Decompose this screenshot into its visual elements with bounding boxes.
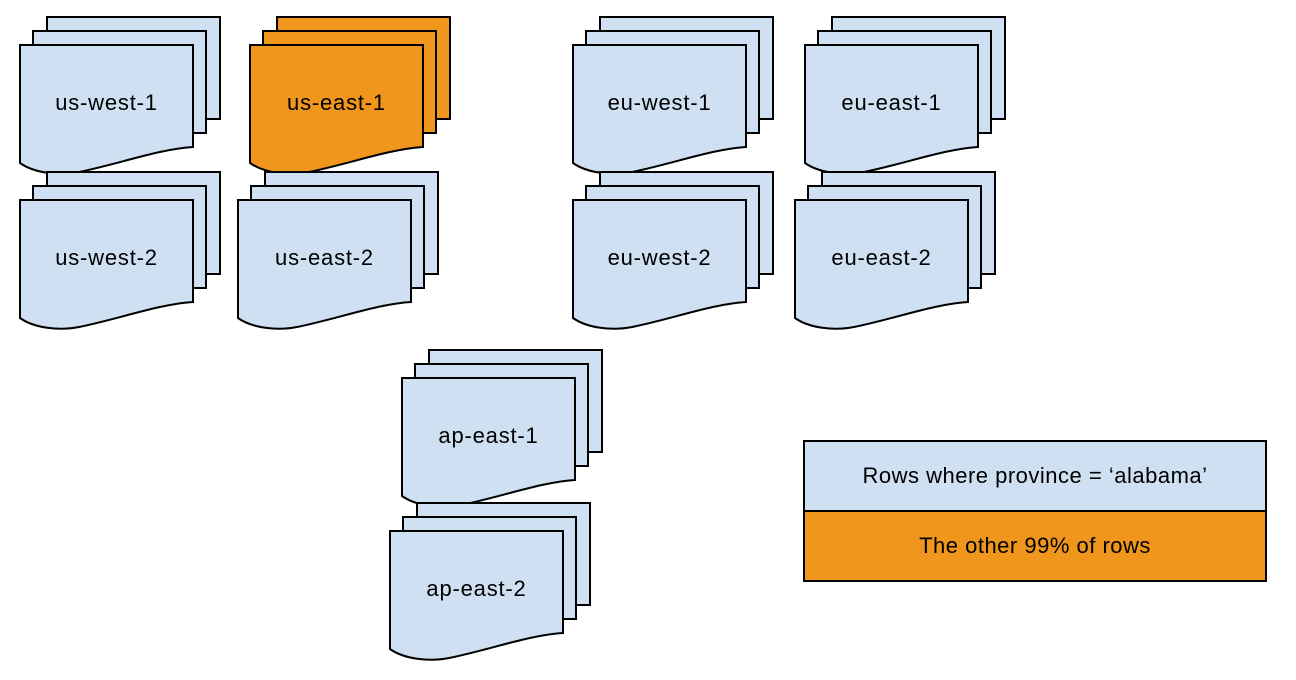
legend-item-0: Rows where province = ‘alabama’ xyxy=(805,442,1265,510)
document-stack-us-east-2[interactable]: us-east-2 xyxy=(237,171,439,331)
document-stack-eu-west-2[interactable]: eu-west-2 xyxy=(572,171,774,331)
stacked-documents-icon xyxy=(794,171,996,330)
front-document-sheet xyxy=(804,44,979,175)
stacked-documents-icon xyxy=(19,16,221,175)
front-document-sheet xyxy=(249,44,424,175)
document-stack-us-east-1[interactable]: us-east-1 xyxy=(249,16,451,176)
document-stack-us-west-1[interactable]: us-west-1 xyxy=(19,16,221,176)
front-document-sheet xyxy=(572,44,747,175)
stacked-documents-icon xyxy=(389,502,591,661)
document-stack-eu-east-2[interactable]: eu-east-2 xyxy=(794,171,996,331)
stacked-documents-icon xyxy=(401,349,603,508)
legend: Rows where province = ‘alabama’ The othe… xyxy=(803,440,1267,582)
front-document-sheet xyxy=(19,199,194,330)
document-stack-eu-west-1[interactable]: eu-west-1 xyxy=(572,16,774,176)
stacked-documents-icon xyxy=(572,171,774,330)
document-stack-ap-east-1[interactable]: ap-east-1 xyxy=(401,349,603,509)
legend-item-label: Rows where province = ‘alabama’ xyxy=(862,463,1208,488)
front-document-sheet xyxy=(19,44,194,175)
document-stack-eu-east-1[interactable]: eu-east-1 xyxy=(804,16,1006,176)
front-document-sheet xyxy=(794,199,969,330)
stacked-documents-icon xyxy=(237,171,439,330)
stacked-documents-icon xyxy=(572,16,774,175)
stacked-documents-icon xyxy=(19,171,221,330)
stacked-documents-icon xyxy=(804,16,1006,175)
front-document-sheet xyxy=(389,530,564,661)
stacked-documents-icon xyxy=(249,16,451,175)
document-stack-ap-east-2[interactable]: ap-east-2 xyxy=(389,502,591,662)
document-stack-us-west-2[interactable]: us-west-2 xyxy=(19,171,221,331)
legend-item-1: The other 99% of rows xyxy=(805,510,1265,580)
front-document-sheet xyxy=(572,199,747,330)
front-document-sheet xyxy=(237,199,412,330)
front-document-sheet xyxy=(401,377,576,508)
legend-item-label: The other 99% of rows xyxy=(919,533,1151,558)
